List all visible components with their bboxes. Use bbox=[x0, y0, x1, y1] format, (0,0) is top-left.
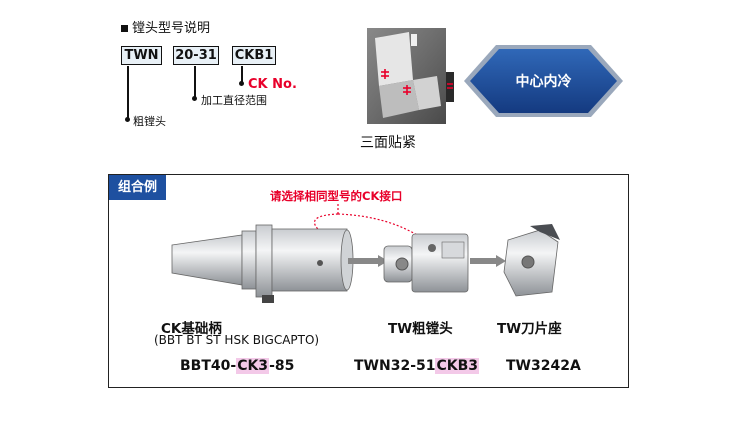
clamping-photo-edge bbox=[446, 72, 454, 102]
coolant-badge: 中心内冷 bbox=[462, 43, 625, 119]
clamping-caption: 三面贴紧 bbox=[360, 135, 416, 151]
code-part-range: 20-31 bbox=[173, 46, 219, 65]
connector-type-line bbox=[127, 66, 129, 119]
ck-holder-image bbox=[171, 224, 354, 303]
bullet-square-icon bbox=[121, 25, 128, 32]
tw-insert-holder-code: TW3242A bbox=[506, 358, 581, 374]
code-part-ck: CKB1 bbox=[232, 46, 276, 65]
tw-boring-head-image bbox=[383, 233, 469, 293]
connector-ck-dot bbox=[239, 81, 244, 86]
ck-holder-sub: (BBT BT ST HSK BIGCAPTO) bbox=[154, 333, 320, 347]
connector-arrow-2 bbox=[470, 255, 506, 267]
code-part-type: TWN bbox=[121, 46, 162, 65]
model-code-title-text: 镗头型号说明 bbox=[132, 21, 211, 36]
combo-callout: 请选择相同型号的CK接口 bbox=[270, 189, 403, 203]
tw-boring-head-name: TW粗镗头 bbox=[388, 321, 453, 337]
connector-arrow-1 bbox=[348, 255, 388, 267]
tw-boring-head-code-highlight: CKB3 bbox=[435, 358, 480, 374]
connector-range-line bbox=[194, 66, 196, 98]
tw-boring-head-code: TWN32-51CKB3 bbox=[354, 358, 480, 374]
ck-holder-name: CK基础柄 bbox=[161, 321, 222, 337]
ck-holder-code-highlight: CK3 bbox=[236, 358, 270, 374]
clamping-photo bbox=[367, 28, 446, 124]
coolant-label: 中心内冷 bbox=[515, 74, 572, 90]
model-code-title: 镗头型号说明 bbox=[121, 17, 210, 36]
connector-type-dot bbox=[125, 117, 130, 122]
ck-holder-code-pre: BBT40- bbox=[180, 358, 237, 374]
ck-holder-code: BBT40-CK3-85 bbox=[180, 358, 294, 374]
combo-tag: 组合例 bbox=[109, 175, 166, 200]
ck-no-label: CK No. bbox=[248, 77, 297, 92]
tw-insert-holder-image bbox=[503, 224, 560, 297]
tw-boring-head-code-pre: TWN32-51 bbox=[354, 358, 436, 374]
type-label: 粗镗头 bbox=[133, 115, 166, 128]
connector-range-dot bbox=[192, 96, 197, 101]
tw-insert-holder-name: TW刀片座 bbox=[497, 321, 562, 337]
ck-holder-code-post: -85 bbox=[269, 358, 295, 374]
range-label: 加工直径范围 bbox=[201, 94, 267, 107]
combo-frame bbox=[108, 174, 629, 388]
connector-ck-line bbox=[241, 66, 243, 83]
